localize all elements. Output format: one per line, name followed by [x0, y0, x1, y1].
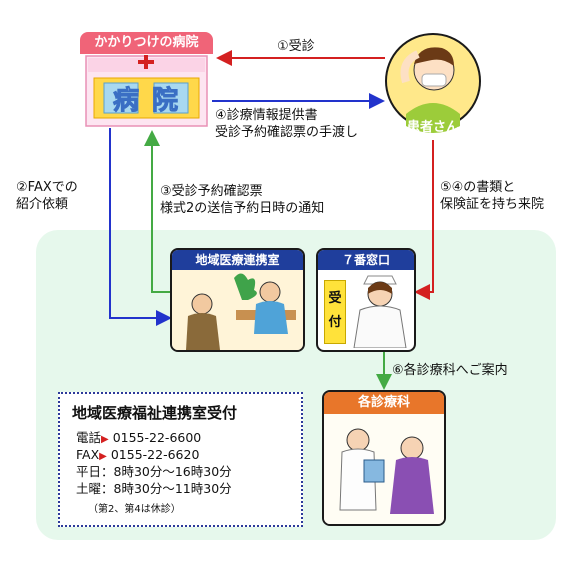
hospital-building-icon — [85, 55, 208, 127]
window7-card: ７番窓口 受 付 — [316, 248, 416, 352]
hospital-header: かかりつけの病院 — [80, 32, 213, 54]
arrow-fax — [109, 128, 172, 326]
info-title: 地域医療福祉連携室受付 — [72, 404, 238, 422]
reception-sign: 受 付 — [324, 280, 346, 344]
fax-row: FAX▶ 0155-22-6620 — [76, 447, 199, 465]
patient-label: 患者さん — [406, 120, 459, 135]
step-5-label: ⑤④の書類と 保険証を持ち来院 — [440, 180, 545, 212]
step-1-label: ①受診 — [277, 39, 315, 54]
hospital: かかりつけの病院 病 院 — [80, 32, 213, 128]
hospital-sign: 病 院 — [112, 86, 181, 117]
departments-header: 各診療科 — [324, 392, 444, 414]
weekday-hours: 平日：8時30分〜16時30分 — [76, 464, 232, 479]
departments-card: 各診療科 — [322, 390, 446, 526]
closure-note: （第2、第4は休診） — [88, 504, 181, 515]
fax-arrow-icon: ▶ — [99, 451, 107, 462]
doctor-patient-illustration — [324, 414, 444, 524]
phone-number: 0155-22-6600 — [112, 430, 202, 445]
fax-number: 0155-22-6620 — [110, 447, 200, 462]
phone-row: 電話▶ 0155-22-6600 — [76, 430, 201, 448]
step-4-label: ④診療情報提供書 受診予約確認票の手渡し — [215, 108, 359, 140]
liaison-room-header: 地域医療連携室 — [172, 250, 303, 270]
fax-label: FAX — [76, 447, 100, 462]
step-3-label: ③受診予約確認票 様式2の送信予約日時の通知 — [160, 184, 325, 216]
window7-header: ７番窓口 — [318, 250, 414, 270]
reception-info-box: 地域医療福祉連携室受付 電話▶ 0155-22-6600 FAX▶ 0155-2… — [58, 392, 303, 527]
patient: 患者さん — [384, 22, 482, 140]
step-6-label: ⑥各診療科へご案内 — [392, 363, 508, 378]
nurse-illustration — [353, 275, 407, 348]
liaison-room-card: 地域医療連携室 — [170, 248, 305, 352]
saturday-hours: 土曜：8時30分〜11時30分 — [76, 481, 232, 496]
arrow-come — [414, 140, 434, 300]
patient-avatar — [385, 33, 481, 133]
consultation-illustration — [172, 270, 303, 350]
arrow-notify — [144, 130, 170, 293]
phone-label: 電話 — [76, 430, 102, 445]
phone-arrow-icon: ▶ — [101, 434, 109, 445]
step-2-label: ②FAXでの 紹介依頼 — [16, 180, 78, 212]
